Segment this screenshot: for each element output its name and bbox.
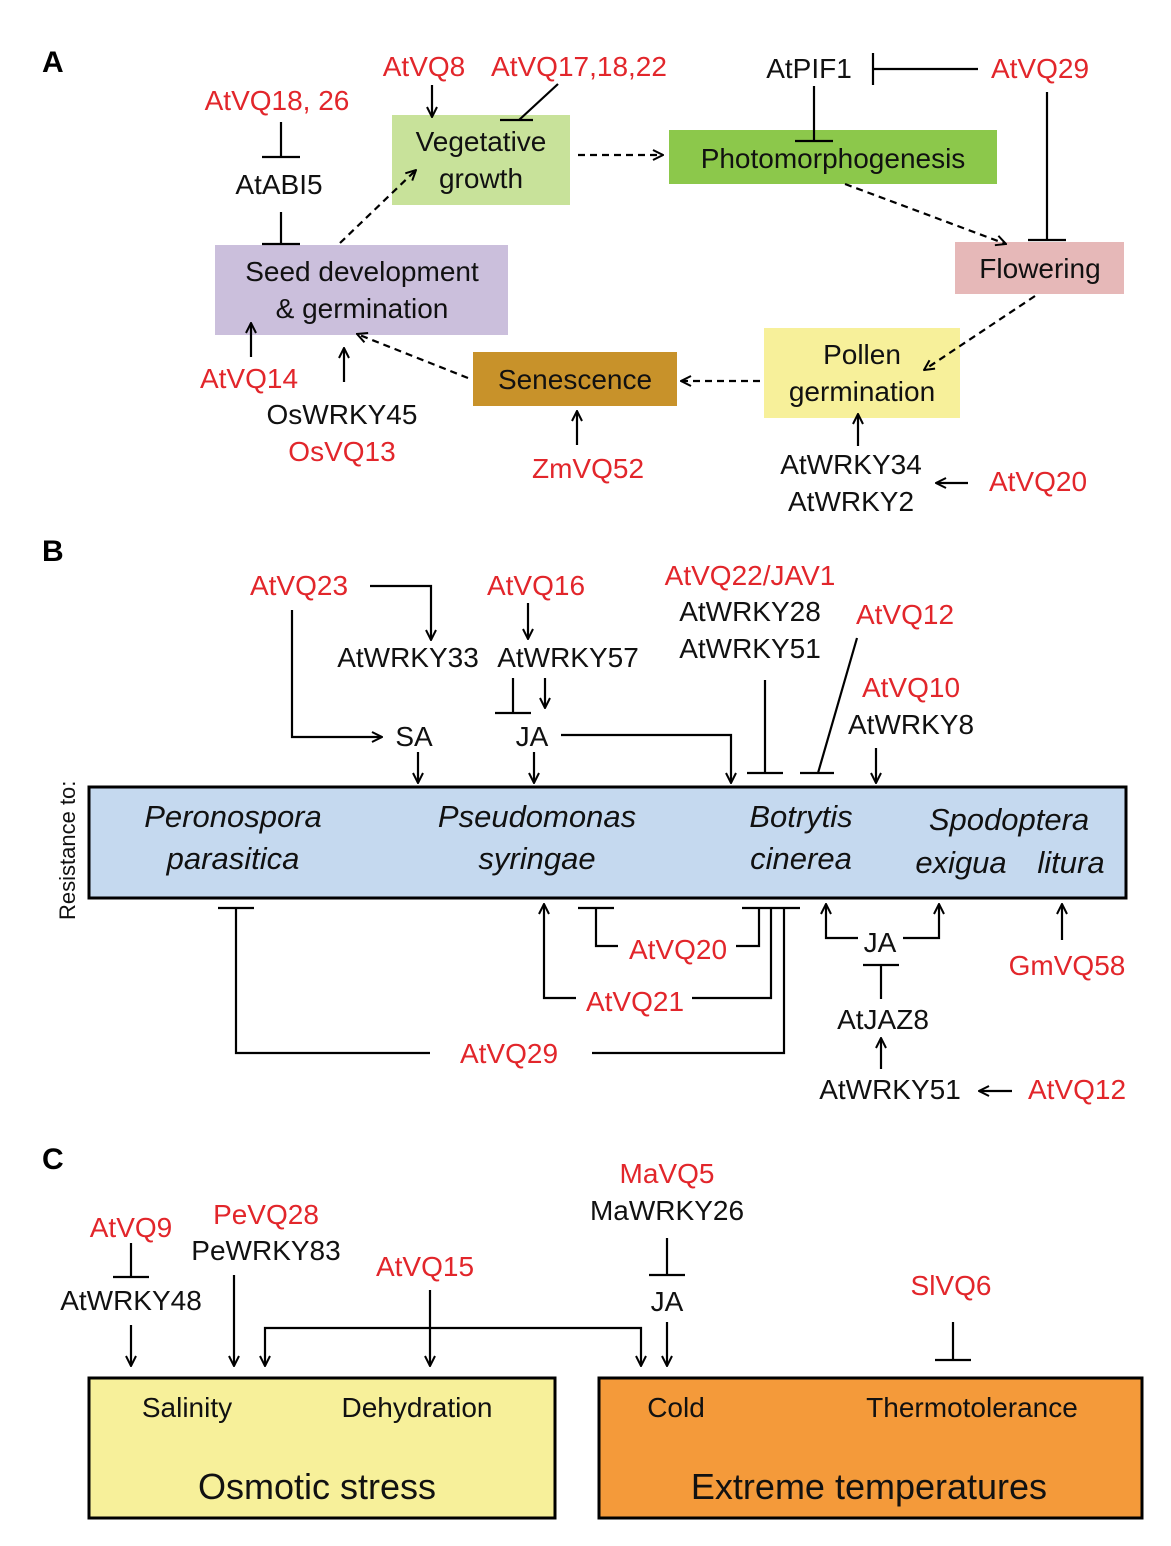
pseudomonas-label: Pseudomonas — [438, 799, 636, 834]
panel-label-b: B — [42, 535, 64, 568]
slvq6-label: SlVQ6 — [911, 1270, 992, 1301]
cold-label: Cold — [647, 1392, 705, 1423]
atvq12-botrytis-inhibit-line — [816, 637, 859, 774]
atvq10-label: AtVQ10 — [862, 672, 960, 703]
ja-spodoptera-arrow — [903, 904, 939, 940]
atwrky51-bottom-label: AtWRKY51 — [819, 1074, 961, 1105]
atvq20-pseudomonas-inhibit-line — [594, 908, 618, 948]
ja-top-label: JA — [516, 721, 549, 752]
panel-label-c: C — [42, 1143, 64, 1176]
parasitica-label: parasitica — [166, 841, 300, 876]
atwrky8-label: AtWRKY8 — [848, 709, 974, 740]
zmvq52-label: ZmVQ52 — [532, 453, 644, 484]
seed-development-label: Seed development — [245, 256, 479, 287]
atvq15-label: AtVQ15 — [376, 1251, 474, 1282]
atvq9-label: AtVQ9 — [90, 1212, 172, 1243]
photomorphogenesis-box — [669, 130, 997, 184]
peronospora-label: Peronospora — [144, 799, 322, 834]
senescence-box — [473, 352, 677, 406]
resistance-box — [87, 785, 1128, 900]
gmvq58-label: GmVQ58 — [1009, 950, 1126, 981]
litura-label: litura — [1037, 845, 1104, 880]
atvq20-a-label: AtVQ20 — [989, 466, 1087, 497]
botrytis-label: Botrytis — [749, 799, 852, 834]
atwrky2-label: AtWRKY2 — [788, 486, 914, 517]
atvq17-inhibit-line — [518, 83, 559, 121]
atvq14-label: AtVQ14 — [200, 363, 298, 394]
atvq15-salinity-arrow — [265, 1326, 430, 1366]
flowering-to-pollen-arrow — [924, 295, 1036, 370]
extreme-temperatures-box — [597, 1376, 1144, 1520]
senescence-label: Senescence — [498, 364, 652, 395]
ja-botrytis-arrow — [561, 733, 731, 783]
thermotolerance-label: Thermotolerance — [866, 1392, 1078, 1423]
pollen-label: Pollen — [823, 339, 901, 370]
ja-bottom-label: JA — [864, 927, 897, 958]
atvq21-pseudomonas-arrow — [544, 904, 576, 1000]
sa-label: SA — [395, 721, 433, 752]
atvq12-top-label: AtVQ12 — [856, 599, 954, 630]
pevq28-label: PeVQ28 — [213, 1199, 319, 1230]
syringae-label: syringae — [478, 841, 595, 876]
spodoptera-label: Spodoptera — [929, 802, 1089, 837]
pollen-germination-box — [764, 328, 960, 418]
oswrky45-label: OsWRKY45 — [267, 399, 418, 430]
dehydration-label: Dehydration — [342, 1392, 493, 1423]
atvq23-label: AtVQ23 — [250, 570, 348, 601]
mavq5-label: MaVQ5 — [620, 1158, 715, 1189]
atwrky34-label: AtWRKY34 — [780, 449, 922, 480]
atwrky33-label: AtWRKY33 — [337, 642, 479, 673]
atvq20-b-label: AtVQ20 — [629, 934, 727, 965]
extreme-temperatures-label: Extreme temperatures — [691, 1466, 1047, 1507]
photomorphogenesis-label: Photomorphogenesis — [701, 143, 966, 174]
atwrky48-label: AtWRKY48 — [60, 1285, 202, 1316]
atvq21-label: AtVQ21 — [586, 986, 684, 1017]
atabi5-label: AtABI5 — [235, 169, 322, 200]
atvq16-label: AtVQ16 — [487, 570, 585, 601]
osmotic-stress-label: Osmotic stress — [198, 1466, 436, 1507]
flowering-box — [955, 242, 1124, 294]
atvq12-bottom-label: AtVQ12 — [1028, 1074, 1126, 1105]
cinerea-label: cinerea — [750, 841, 852, 876]
atvq21-botrytis-inhibit-line — [692, 908, 773, 1000]
seed-to-vegetative-arrow — [339, 170, 416, 244]
mawrky26-label: MaWRKY26 — [590, 1195, 744, 1226]
atvq29-b-label: AtVQ29 — [460, 1038, 558, 1069]
atvq23-atwrky33-arrow — [370, 584, 431, 640]
flowering-label: Flowering — [979, 253, 1100, 284]
seed-germination-label: & germination — [276, 293, 449, 324]
salinity-label: Salinity — [142, 1392, 232, 1423]
atvq29-peronospora-inhibit-line — [234, 908, 430, 1055]
atwrky51-top-label: AtWRKY51 — [679, 633, 821, 664]
atvq22-jav1-label: AtVQ22/JAV1 — [665, 560, 836, 591]
atvq18-26-label: AtVQ18, 26 — [205, 85, 350, 116]
growth-label: growth — [439, 163, 523, 194]
vegetative-growth-box — [392, 115, 570, 205]
atvq29-botrytis-inhibit-line — [592, 908, 786, 1055]
atvq20-botrytis-inhibit-line — [736, 908, 761, 948]
germination-label: germination — [789, 376, 935, 407]
atvq15-cold-arrow — [430, 1326, 641, 1366]
atvq17-18-22-label: AtVQ17,18,22 — [491, 51, 667, 82]
atpif1-label: AtPIF1 — [766, 53, 852, 84]
atvq23-sa-arrow — [290, 610, 382, 737]
panel-label-a: A — [42, 46, 64, 79]
atjaz8-label: AtJAZ8 — [837, 1004, 929, 1035]
exigua-label: exigua — [915, 845, 1006, 880]
atvq29-a-label: AtVQ29 — [991, 53, 1089, 84]
atvq8-label: AtVQ8 — [383, 51, 465, 82]
atwrky28-label: AtWRKY28 — [679, 596, 821, 627]
seed-development-box — [215, 245, 508, 335]
vegetative-label: Vegetative — [416, 126, 547, 157]
pewrky83-label: PeWRKY83 — [191, 1235, 340, 1266]
resistance-to-label: Resistance to: — [55, 781, 80, 920]
ja-botrytis-arrow-bottom — [826, 904, 858, 940]
osmotic-stress-box — [87, 1376, 557, 1520]
atwrky57-label: AtWRKY57 — [497, 642, 639, 673]
osvq13-label: OsVQ13 — [288, 436, 395, 467]
ja-c-label: JA — [651, 1286, 684, 1317]
photo-to-flowering-arrow — [844, 182, 1006, 244]
senescence-to-seed-arrow — [357, 334, 469, 380]
